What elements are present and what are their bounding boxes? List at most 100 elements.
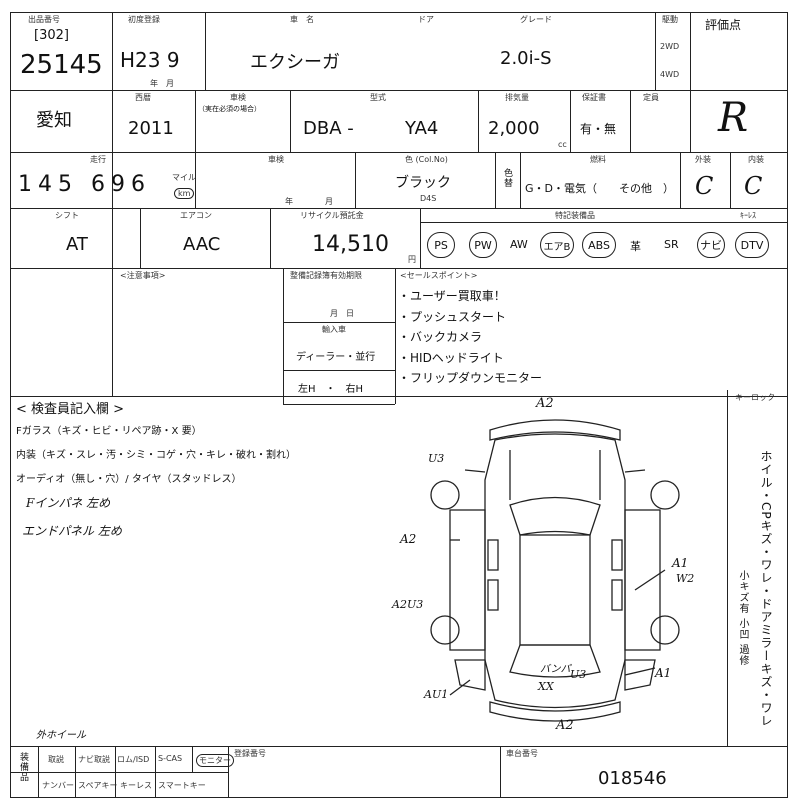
caution-label: <注意事項>: [120, 271, 166, 280]
damage-a2-rear: A2: [556, 718, 574, 733]
handle-option: 左H ・ 右H: [298, 384, 364, 395]
fuel-label: 燃料: [590, 155, 606, 164]
recycle-unit: 円: [408, 255, 416, 264]
inspect-sub: （実在必須の場合）: [198, 105, 261, 113]
grid-line: [75, 746, 76, 798]
grid-line: [10, 396, 788, 397]
damage-u3-front: U3: [428, 452, 445, 465]
footer-equipment-label: 装備品: [18, 752, 28, 782]
ac-value: AAC: [183, 234, 221, 255]
chassis-number: 018546: [598, 768, 667, 789]
damage-a2-left: A2: [400, 532, 417, 546]
keylock-label: キーロック: [735, 393, 775, 402]
displacement-value: 2,000: [488, 118, 540, 139]
shift-label: シフト: [55, 211, 79, 220]
grid-line: [495, 152, 496, 208]
grid-line: [205, 12, 206, 90]
grid-line: [270, 208, 271, 268]
capacity-label: 定員: [643, 93, 659, 102]
fuel-value: G・D・電気（ その他 ）: [525, 182, 674, 195]
recycle-value: 14,510: [312, 232, 389, 257]
grid-line: [690, 12, 691, 152]
grid-line: [140, 208, 141, 268]
footer-item: 取説: [48, 755, 64, 764]
mileage-label: 走行: [90, 155, 106, 164]
grid-line: [727, 390, 728, 746]
damage-w2-right: W2: [676, 572, 695, 585]
inspector-line1: Fガラス（キズ・ヒビ・リペア跡・X 要）: [16, 426, 202, 437]
interior-value: C: [744, 172, 763, 200]
grid-line: [195, 152, 196, 208]
displacement-label: 排気量: [505, 93, 529, 102]
grade-value: 2.0i-S: [500, 48, 552, 69]
grid-line: [283, 322, 395, 323]
exterior-value: C: [695, 172, 714, 200]
equipment-aw: AW: [510, 238, 528, 251]
keyless-label: ｷｰﾚｽ: [740, 211, 756, 220]
footer-item: スペアキー: [78, 781, 118, 790]
grid-line: [420, 222, 788, 223]
inspector-title: < 検査員記入欄 >: [16, 402, 125, 417]
interior-label: 内装: [748, 155, 764, 164]
sales-point: ・HIDヘッドライト: [398, 350, 504, 365]
color-change-label: 色替: [502, 168, 512, 188]
footer-item: スマートキー: [158, 781, 206, 790]
handwritten-note-2: エンドパネル 左め: [22, 524, 122, 538]
equipment-navi: ナビ: [697, 232, 725, 258]
equipment-sr: SR: [664, 238, 679, 251]
displacement-unit: cc: [558, 140, 567, 149]
mileage-value: 145 696: [18, 172, 151, 197]
damage-a1-rear-right: A1: [655, 666, 672, 680]
sales-point: ・バックカメラ: [398, 330, 483, 344]
registration-label: 登録番号: [234, 749, 266, 758]
type-code: YA4: [405, 118, 439, 139]
region-value: 愛知: [36, 110, 72, 131]
model-value: エクシーガ: [250, 52, 340, 73]
handwritten-note-1: Fインパネ 左め: [26, 496, 111, 510]
grid-line: [290, 90, 291, 152]
sales-point: ・フリップダウンモニター: [398, 371, 543, 385]
grid-line: [680, 152, 681, 208]
inspect-label: 車検: [230, 93, 246, 102]
sales-points: ・ユーザー買取車！ ・プッシュスタート ・バックカメラ ・HIDヘッドライト ・…: [398, 286, 542, 389]
equipment-leather: 革: [630, 240, 641, 253]
inspector-line3: オーディオ（無し・穴）/ タイヤ（スタッドレス）: [16, 474, 242, 485]
grid-line: [155, 746, 156, 798]
color-code: D4S: [420, 194, 437, 203]
lot-label: 出品番号: [28, 15, 60, 24]
color-label: 色 (Col.No): [405, 155, 448, 164]
first-reg-value: H23 9: [120, 48, 180, 72]
grid-line: [570, 90, 571, 152]
car-diagram: [430, 419, 680, 722]
eval-value: R: [718, 95, 749, 141]
footer-item: ナビ取説: [78, 755, 110, 764]
exterior-label: 外装: [695, 155, 711, 164]
footer-item: モニター: [196, 754, 234, 767]
type-label: 型式: [370, 93, 386, 102]
grid-line: [192, 746, 193, 772]
grid-line: [500, 746, 501, 798]
warranty-value: 有・無: [580, 122, 617, 136]
footer-item: ロム/ISD: [117, 755, 150, 764]
lot-number: 25145: [20, 50, 103, 80]
import-label: 輸入車: [322, 325, 346, 334]
grid-line: [10, 152, 788, 153]
year-value: 2011: [128, 118, 174, 139]
footer-item: S-CAS: [158, 754, 183, 763]
grid-line: [520, 152, 521, 208]
mile-label: マイル: [172, 173, 196, 182]
first-reg-label: 初度登録: [128, 15, 160, 24]
equipment-abs: ABS: [582, 232, 616, 258]
grid-line: [478, 90, 479, 152]
grid-line: [283, 370, 395, 371]
sheet-frame: [10, 12, 788, 798]
mileage-unit: km: [174, 188, 195, 199]
grid-line: [395, 268, 396, 404]
grid-line: [10, 268, 788, 269]
damage-xx: XX: [538, 680, 554, 693]
ac-label: エアコン: [180, 211, 212, 220]
right-condition-note: ホイル・CPキズ・ワレ・ドアミラーキズ・ワレ: [759, 450, 773, 728]
grid-line: [195, 90, 196, 152]
shaken-sub: 年 月: [285, 197, 333, 206]
expiry-label: 整備記録簿有効期限: [290, 271, 362, 280]
